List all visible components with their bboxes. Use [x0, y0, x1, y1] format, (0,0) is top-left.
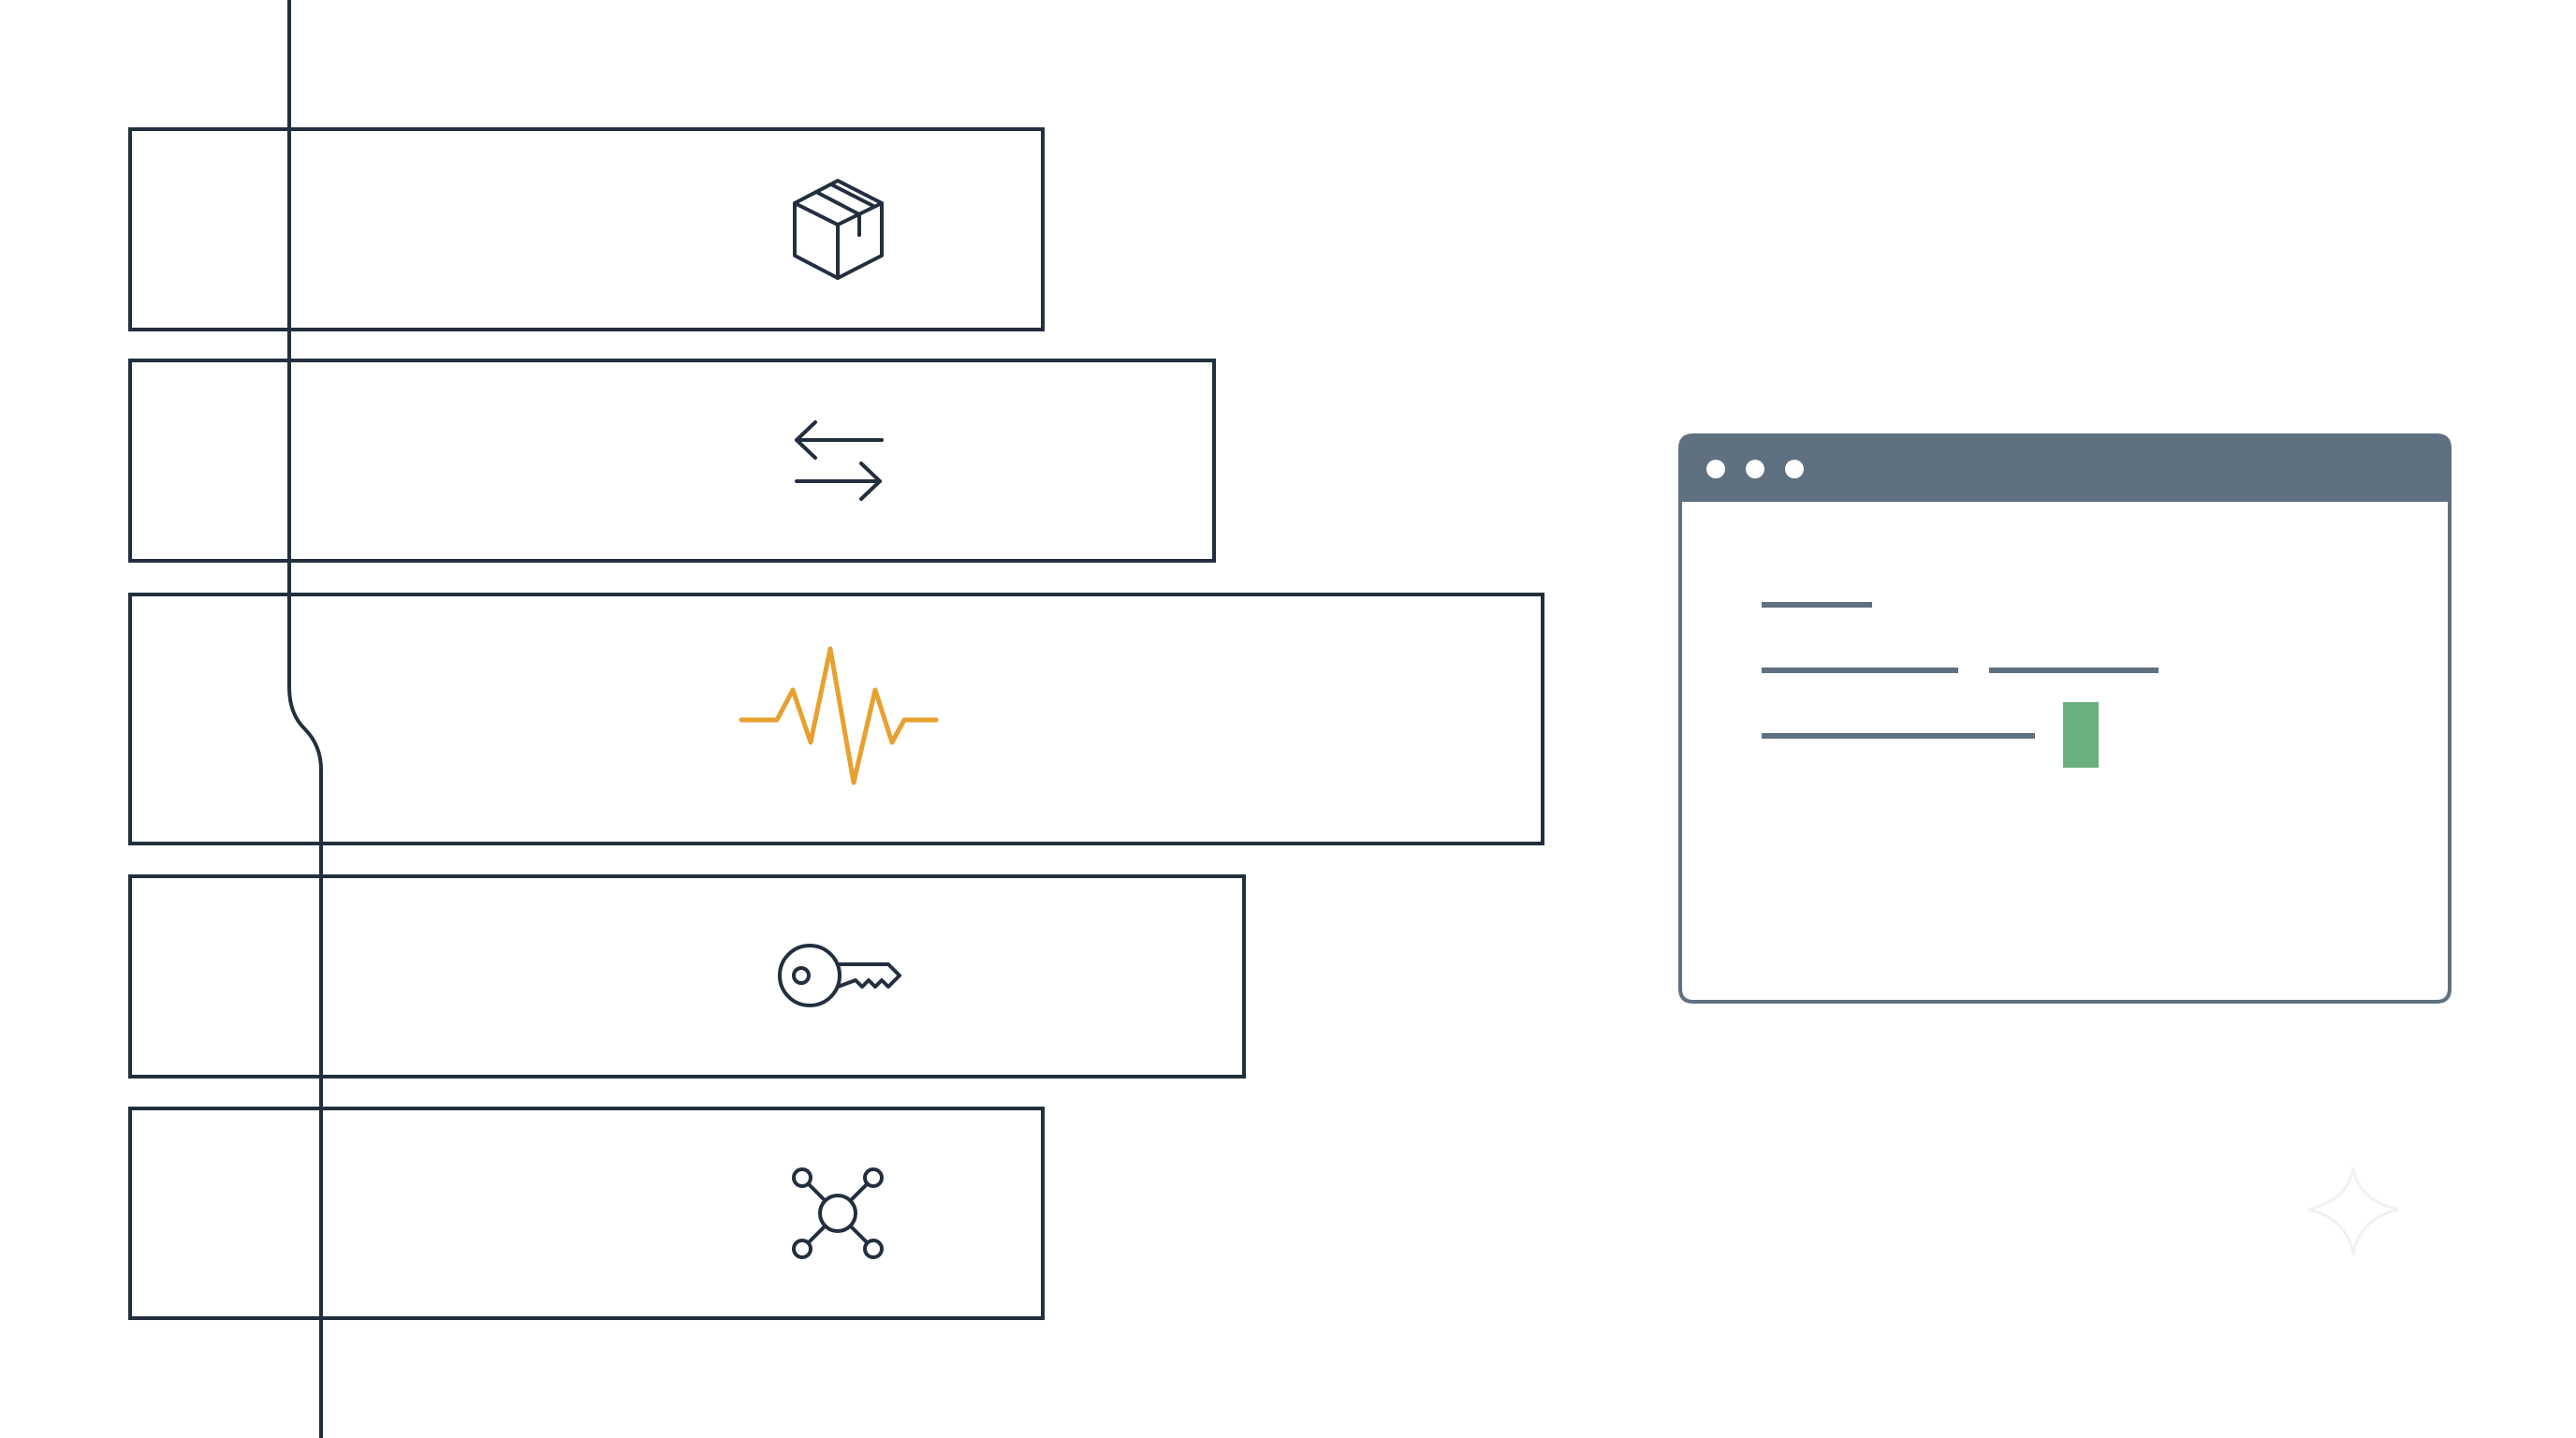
browser-window [1678, 433, 2452, 1004]
box-icon [793, 179, 884, 280]
layer-stack [128, 127, 1544, 1320]
window-dot-2 [1746, 460, 1764, 478]
window-dot-3 [1785, 460, 1804, 478]
layer-box-pulse [128, 593, 1544, 845]
window-dot-1 [1706, 460, 1725, 478]
vertical-connector-line [287, 0, 323, 1438]
layer-box-network [128, 1107, 1045, 1320]
text-placeholder-lines [1762, 602, 2159, 739]
layer-box-swap [128, 359, 1216, 563]
browser-title-bar [1680, 435, 2450, 502]
layer-box-key [128, 874, 1246, 1078]
swap-arrows-icon [795, 420, 884, 501]
pulse-waveform-icon [739, 646, 939, 785]
key-icon [778, 944, 901, 1007]
layer-box-box [128, 127, 1045, 331]
sparkle-icon [2307, 1167, 2399, 1255]
network-hub-icon [792, 1167, 884, 1259]
text-cursor [2063, 702, 2099, 768]
